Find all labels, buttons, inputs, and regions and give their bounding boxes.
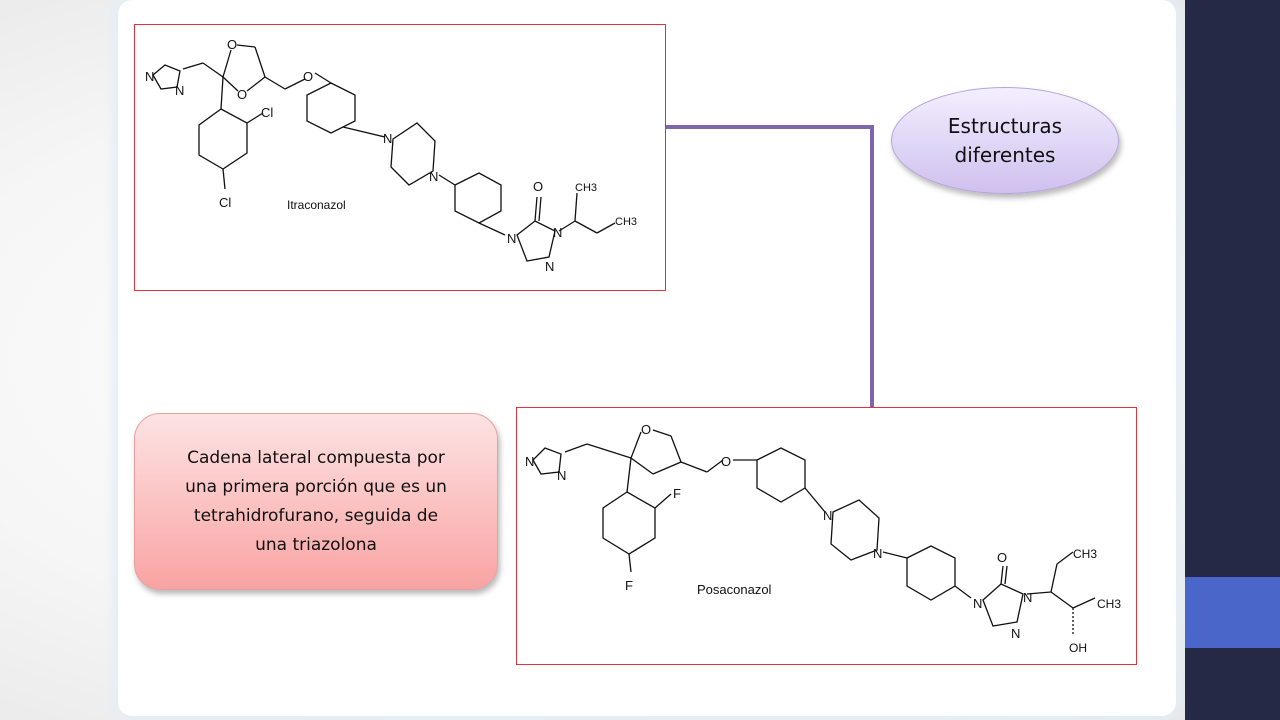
itra-atom-cl1: Cl xyxy=(261,105,273,120)
posa-atom-pipn2: N xyxy=(873,546,882,561)
itraconazol-name: Itraconazol xyxy=(287,198,346,212)
posa-atom-pipn1: N xyxy=(823,508,832,523)
posa-atom-n3: N xyxy=(973,596,982,611)
posa-methyl-a: CH3 xyxy=(1073,547,1097,561)
itra-atom-o3: O xyxy=(303,69,313,84)
posa-atom-f1: F xyxy=(673,486,681,501)
posa-methyl-b: CH3 xyxy=(1097,597,1121,611)
bubble-text: Estructuras diferentes xyxy=(947,113,1063,167)
itra-atom-n3: N xyxy=(507,231,516,246)
right-sidebar-accent xyxy=(1185,577,1280,648)
structures-differ-bubble: Estructuras diferentes xyxy=(891,87,1119,194)
itra-methyl-a: CH3 xyxy=(575,182,597,194)
itra-atom-n4: N xyxy=(553,225,562,240)
posaconazol-structure: N N O O F F N N Posaconazol O N N N CH3 … xyxy=(525,422,1121,655)
itra-atom-o2: O xyxy=(237,87,247,102)
itra-methyl-b: CH3 xyxy=(615,216,637,228)
side-chain-callout: Cadena lateral compuesta por una primera… xyxy=(134,413,498,590)
posa-atom-f2: F xyxy=(625,578,633,593)
posa-atom-n4: N xyxy=(1023,590,1032,605)
posa-atom-o4: O xyxy=(997,550,1007,565)
connector-horizontal xyxy=(664,125,874,129)
posa-hydroxyl: OH xyxy=(1069,641,1087,655)
itraconazol-structure: N N O O O Cl Cl N N Itraconazol O N N N … xyxy=(145,37,637,274)
posaconazol-name: Posaconazol xyxy=(697,582,772,597)
itra-atom-n2: N xyxy=(175,83,184,98)
itra-atom-o1: O xyxy=(227,37,237,52)
posa-atom-o1: O xyxy=(641,422,651,437)
itra-atom-cl2: Cl xyxy=(219,195,231,210)
posa-atom-o3: O xyxy=(721,454,731,469)
itra-atom-pipn1: N xyxy=(383,131,392,146)
callout-text: Cadena lateral compuesta por una primera… xyxy=(185,447,447,555)
posa-atom-n2: N xyxy=(557,468,566,483)
posaconazol-structure-box: N N O O F F N N Posaconazol O N N N CH3 … xyxy=(516,407,1137,665)
itra-atom-o4: O xyxy=(533,179,543,194)
posa-atom-n5: N xyxy=(1011,626,1020,641)
itra-atom-n5: N xyxy=(545,259,554,274)
itra-atom-pipn2: N xyxy=(429,169,438,184)
itraconazol-structure-box: N N O O O Cl Cl N N Itraconazol O N N N … xyxy=(134,24,666,291)
posa-atom-n1: N xyxy=(525,454,534,469)
connector-vertical xyxy=(870,125,874,409)
itra-atom-n1: N xyxy=(145,69,154,84)
